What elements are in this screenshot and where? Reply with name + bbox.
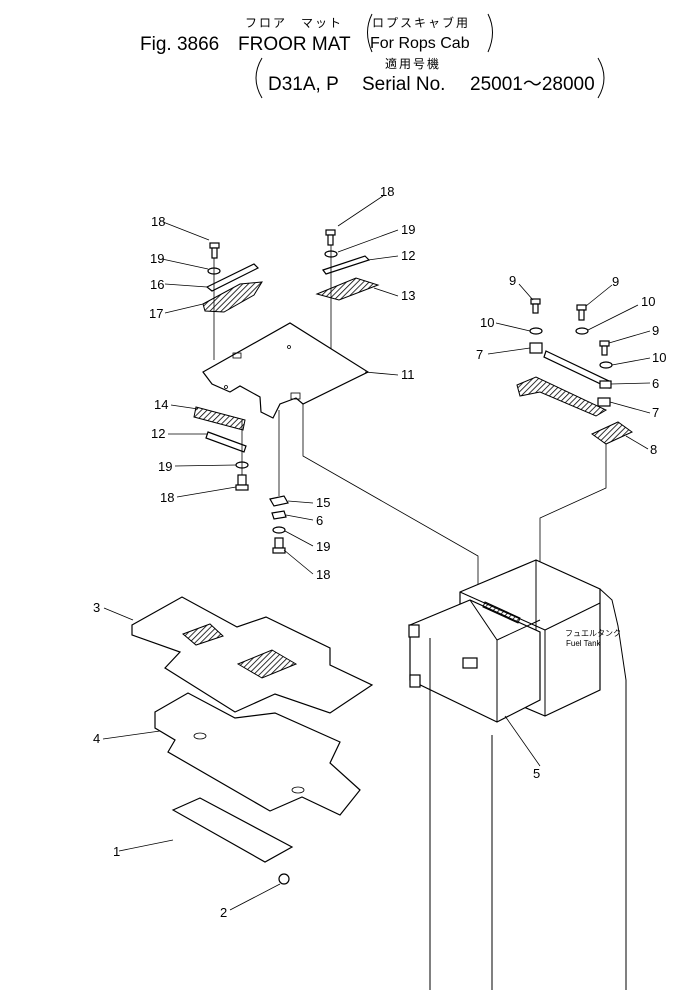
mat-piece-14 [193,406,246,431]
clip-15 [269,495,289,507]
bolt-18b [325,229,336,246]
jp-title: フロア マット [245,16,343,30]
callout-15: 15 [316,495,330,510]
bracket-7b [597,397,611,407]
callout-19: 19 [150,251,164,266]
washer-10c [599,361,613,369]
callout-18: 18 [316,567,330,582]
fuel-tank-en: Fuel Tank [566,639,602,648]
callout-5: 5 [533,766,540,781]
bracket-7a [529,342,543,354]
callout-19: 19 [401,222,415,237]
floor-mat-4 [154,692,361,816]
callout-11: 11 [401,367,415,382]
title-variant: For Rops Cab [370,35,470,52]
callout-14: 14 [154,397,168,412]
callout-10: 10 [641,294,655,309]
callout-18: 18 [160,490,174,505]
callout-3: 3 [93,600,100,615]
callout-17: 17 [149,306,163,321]
bolt-9c [599,340,610,356]
callout-16: 16 [150,277,164,292]
bolt-18d [272,537,286,554]
figure-label: Fig. 3866 [140,34,219,55]
part-title: FROOR MAT [238,34,351,55]
mat-texture-3a [182,623,224,646]
callout-19: 19 [158,459,172,474]
callout-12: 12 [151,426,165,441]
mat-texture-3b [236,649,298,679]
callout-12: 12 [401,248,415,263]
bolt-18c [235,474,249,491]
spacer-6a [271,510,287,520]
callout-1: 1 [113,844,120,859]
mat-cutout [193,732,207,740]
serial-bracket-left [255,57,263,99]
floor-mat-3 [131,596,374,714]
callout-9: 9 [652,323,659,338]
bolt-18a [209,242,220,259]
plate-hole [290,392,301,400]
bracket-right [487,13,493,53]
callout-10: 10 [480,315,494,330]
callout-2: 2 [220,905,227,920]
cover-plate-1 [171,797,294,863]
callout-18: 18 [380,184,394,199]
callout-4: 4 [93,731,100,746]
plate-16 [205,263,260,292]
callout-10: 10 [652,350,666,365]
callout-8: 8 [650,442,657,457]
mat-cutout [291,786,305,794]
callout-7: 7 [652,405,659,420]
plate-12b [205,431,247,453]
washer-10a [529,327,543,335]
serial-range: 25001～28000 [470,74,595,95]
plate-12a [322,255,371,275]
serial-bracket-right [597,57,605,99]
plate-hole [232,352,242,359]
support-strip [516,376,608,417]
callout-9: 9 [509,273,516,288]
bracket-left [367,13,373,53]
callout-13: 13 [401,288,415,303]
mat-piece-17 [202,281,263,313]
serial-label: Serial No. [362,74,445,95]
model-label: D31A, P [268,74,339,95]
bolt-9a [530,298,541,314]
callout-19: 19 [316,539,330,554]
washer-19d [272,526,286,534]
mat-piece-13 [315,277,380,301]
callout-7: 7 [476,347,483,362]
jp-variant: ロプスキャブ用 [372,15,470,30]
fuel-tank-jp: フュエルタンク [565,629,621,638]
routing-line-a [302,404,479,640]
plate-hole [287,345,291,349]
callout-6: 6 [316,513,323,528]
bolt-9b [576,304,587,321]
fastener-2 [278,873,290,885]
callout-9: 9 [612,274,619,289]
spacer-6b [599,380,612,389]
cab-assembly-5 [408,559,627,990]
washer-10b [575,327,589,335]
jp-applicable: 適用号機 [385,56,441,71]
callout-18: 18 [151,214,165,229]
plate-hole [224,385,228,389]
callout-6: 6 [652,376,659,391]
floor-plate-11 [202,322,370,419]
mat-piece-8 [591,421,633,445]
callout-leaders [102,195,651,911]
